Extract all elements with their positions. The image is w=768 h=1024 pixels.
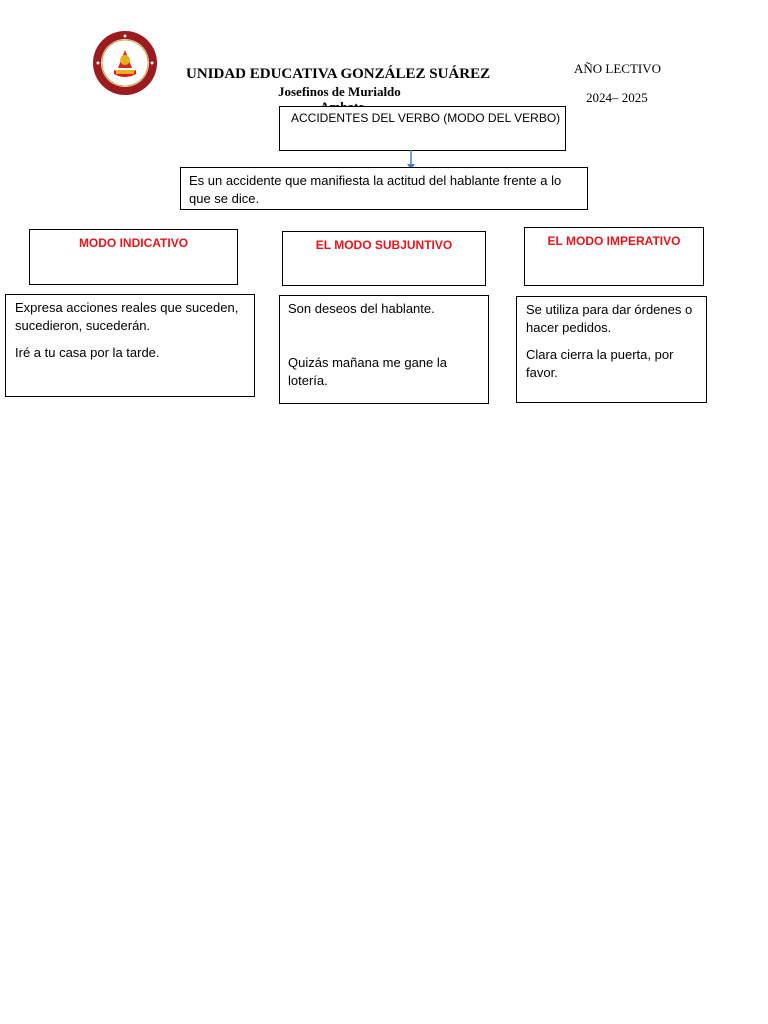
mode-example: Clara cierra la puerta, por favor. bbox=[526, 347, 674, 380]
mode-example: Quizás mañana me gane la lotería. bbox=[288, 355, 447, 388]
year-value: 2024– 2025 bbox=[586, 90, 648, 105]
definition-box: Es un accidente que manifiesta la actitu… bbox=[180, 167, 588, 210]
definition-text: Es un accidente que manifiesta la actitu… bbox=[189, 173, 562, 206]
mode-title: EL MODO SUBJUNTIVO bbox=[315, 238, 453, 252]
main-title-box: ACCIDENTES DEL VERBO (MODO DEL VERBO) bbox=[279, 106, 566, 151]
mode-description: Se utiliza para dar órdenes o hacer pedi… bbox=[526, 302, 693, 335]
year-label: AÑO LECTIVO bbox=[574, 61, 662, 76]
mode-title: EL MODO IMPERATIVO bbox=[547, 234, 681, 248]
mode-title: MODO INDICATIVO bbox=[78, 236, 189, 250]
mode-desc-box-indicativo: Expresa acciones reales que suceden, suc… bbox=[5, 294, 255, 397]
mode-description: Son deseos del hablante. bbox=[288, 301, 435, 316]
mode-description: Expresa acciones reales que suceden, suc… bbox=[15, 300, 239, 333]
school-name: UNIDAD EDUCATIVA GONZÁLEZ SUÁREZ bbox=[186, 66, 491, 82]
mode-title-box-subjuntivo: EL MODO SUBJUNTIVO bbox=[282, 231, 486, 286]
main-title: ACCIDENTES DEL VERBO (MODO DEL VERBO) bbox=[291, 111, 561, 125]
mode-example: Iré a tu casa por la tarde. bbox=[15, 345, 160, 360]
mode-title-box-imperativo: EL MODO IMPERATIVO bbox=[524, 227, 704, 286]
school-seal-logo bbox=[92, 30, 158, 96]
mode-desc-box-subjuntivo: Son deseos del hablante. Quizás mañana m… bbox=[279, 295, 489, 404]
congregation-name: Josefinos de Murialdo bbox=[278, 84, 401, 99]
mode-desc-box-imperativo: Se utiliza para dar órdenes o hacer pedi… bbox=[516, 296, 707, 403]
mode-title-box-indicativo: MODO INDICATIVO bbox=[29, 229, 238, 285]
